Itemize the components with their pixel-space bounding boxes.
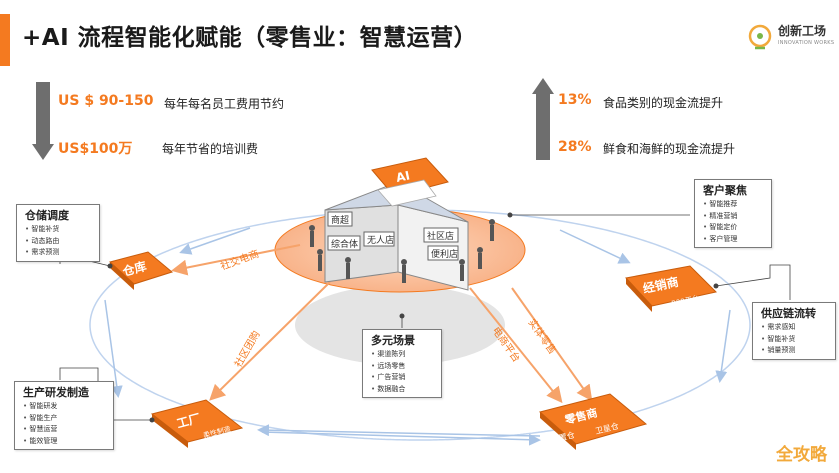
up-arrow-icon	[532, 78, 554, 160]
list-item: 渠道陈列	[371, 349, 441, 361]
lightbulb-logo-icon	[748, 24, 772, 50]
path-label-social-ecommerce: 社交电商	[219, 247, 261, 273]
box-warehouse-dispatch: 仓储调度 智能补货 动态路由 需求预测	[16, 204, 100, 262]
title-accent-bar	[0, 14, 10, 66]
logo-text: 创新工场	[778, 24, 827, 38]
node-retailer-sub1: 前置仓	[550, 429, 576, 445]
ai-badge	[371, 157, 449, 207]
box-diverse-scenes-title: 多元场景	[371, 334, 415, 347]
stat-fresh-cashflow-desc: 鲜食和海鲜的现金流提升	[603, 142, 736, 156]
connector-line	[715, 264, 791, 300]
list-item: 智能推荐	[703, 199, 771, 211]
path-label-community-group: 社区团购	[231, 328, 262, 369]
list-item: 智能定价	[703, 222, 771, 234]
people-figures	[309, 219, 495, 283]
list-item: 需求感知	[761, 322, 835, 334]
list-item: 智能研发	[23, 401, 113, 413]
watermark-text: 全攻略	[776, 445, 827, 465]
list-item: 智能补货	[761, 334, 835, 346]
box-diverse-scenes: 多元场景 渠道陈列 远场零售 广告营销 数据融合	[362, 329, 442, 398]
store-label-convenience: 便利店	[431, 248, 458, 260]
list-item: 远场零售	[371, 361, 441, 373]
flow-arrow	[179, 227, 251, 255]
store-label-unmanned: 无人店	[367, 234, 394, 246]
logo-subtext: INNOVATION WORKS	[778, 40, 835, 46]
list-item: 销量预测	[761, 345, 835, 357]
node-retailer-sub2: 卫星仓	[594, 420, 620, 436]
path-label-ecommerce-platform: 电商平台	[490, 324, 524, 364]
node-retailer-label: 零售商	[562, 405, 598, 427]
node-distributor-label: 经销商	[642, 274, 680, 296]
box-supply-chain-title: 供应链流转	[761, 307, 816, 320]
list-item: 智能补货	[25, 224, 99, 236]
flow-arrow	[257, 424, 541, 437]
node-warehouse	[108, 251, 174, 290]
list-item: 智能生产	[23, 413, 113, 425]
node-distributor	[625, 265, 718, 312]
node-retailer	[538, 393, 648, 450]
stat-training-saving-value: US$100万	[58, 141, 133, 157]
stat-training-saving-desc: 每年节省的培训费	[162, 142, 259, 156]
flow-arrow	[209, 281, 331, 401]
store-platform	[274, 207, 526, 293]
node-factory-sub: 柔性制造	[202, 424, 231, 440]
list-item: 能效管理	[23, 436, 113, 448]
list-item: 智慧运营	[23, 424, 113, 436]
flow-arrow	[715, 309, 731, 383]
list-item: 客户管理	[703, 234, 771, 246]
stat-employee-saving-desc: 每年每名员工费用节约	[164, 97, 285, 111]
list-item: 精准营销	[703, 211, 771, 223]
store-label-community: 社区店	[427, 230, 454, 242]
stat-fresh-cashflow-value: 28%	[558, 139, 592, 155]
node-distributor-sub: B2B平台	[671, 293, 700, 308]
stat-food-cashflow-desc: 食品类别的现金流提升	[603, 96, 724, 110]
store-cube	[324, 181, 469, 291]
box-warehouse-dispatch-title: 仓储调度	[25, 209, 69, 222]
node-factory	[150, 399, 244, 448]
down-arrow-icon	[32, 82, 54, 160]
box-customer-focus: 客户聚焦 智能推荐 精准营销 智能定价 客户管理	[694, 179, 772, 248]
stat-employee-saving-value: US $ 90-150	[58, 93, 154, 109]
box-production-rd-title: 生产研发制造	[23, 386, 89, 399]
list-item: 动态路由	[25, 236, 99, 248]
flow-arrow	[511, 287, 593, 402]
list-item: 需求预测	[25, 247, 99, 259]
list-item: 广告营销	[371, 372, 441, 384]
stat-food-cashflow-value: 13%	[558, 92, 592, 108]
box-production-rd: 生产研发制造 智能研发 智能生产 智慧运营 能效管理	[14, 381, 114, 450]
node-factory-label: 工厂	[175, 411, 202, 431]
ai-label: AI	[395, 168, 411, 185]
flow-arrow	[171, 244, 301, 276]
store-label-supermarket: 商超	[331, 214, 349, 226]
store-label-complex: 综合体	[331, 238, 358, 250]
logo: 创新工场 INNOVATION WORKS	[744, 20, 839, 60]
page-title: +AI 流程智能化赋能（零售业：智慧运营）	[22, 25, 478, 51]
path-label-physical-retail: 实体零售	[526, 316, 560, 356]
flow-arrow	[469, 287, 563, 404]
list-item: 数据融合	[371, 384, 441, 396]
flow-loop	[89, 209, 751, 441]
node-warehouse-label: 仓库	[120, 258, 148, 279]
flow-arrow	[261, 431, 541, 446]
flow-arrow	[559, 229, 631, 264]
box-supply-chain: 供应链流转 需求感知 智能补货 销量预测	[752, 302, 836, 360]
box-customer-focus-title: 客户聚焦	[703, 184, 747, 197]
